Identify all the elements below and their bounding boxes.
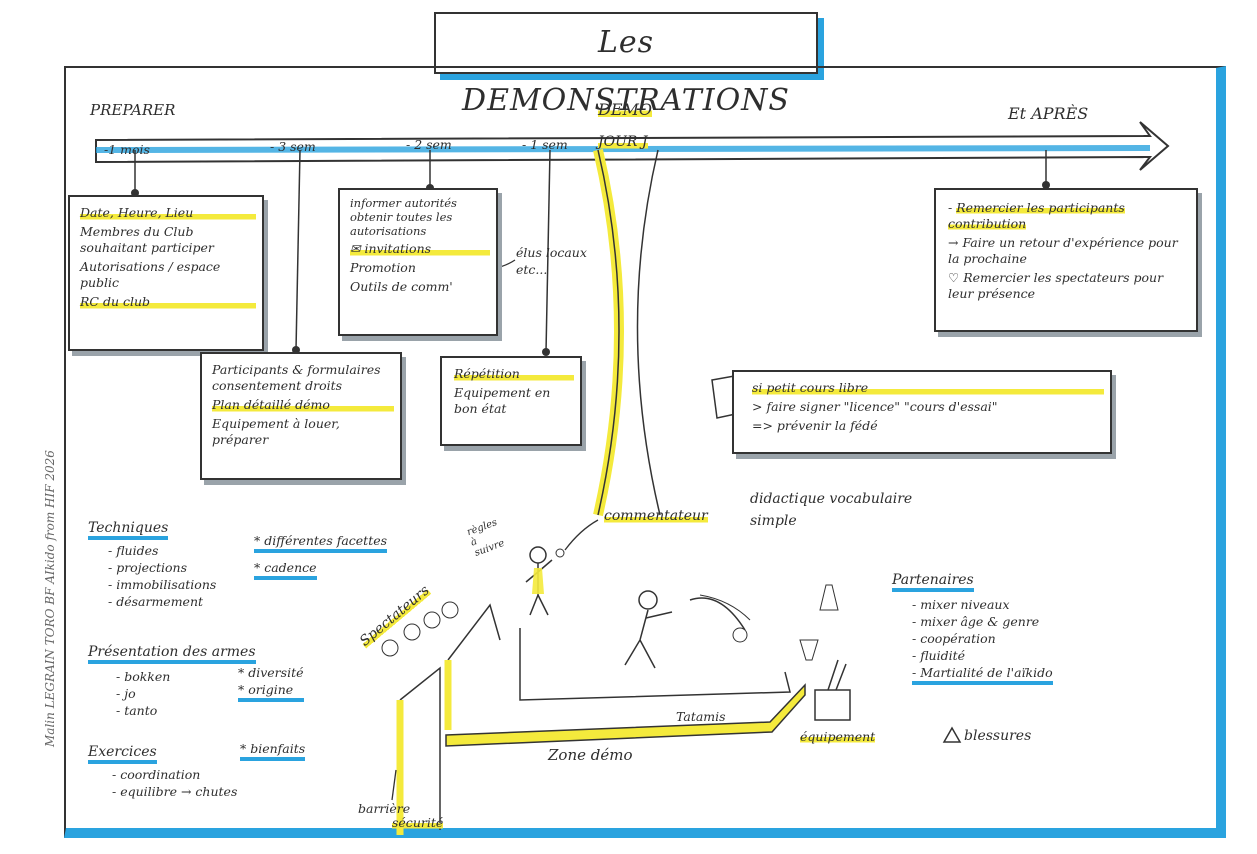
barriere-label: barrière — [358, 801, 411, 816]
box-cours-libre: si petit cours libre > faire signer "lic… — [732, 370, 1112, 454]
box5-item-2: → Faire un retour d'expérience pour la p… — [948, 235, 1178, 266]
box-apres: - Remercier les participants contributio… — [934, 188, 1198, 332]
jour-j-label: JOUR J — [598, 134, 648, 150]
box5-item-1: - Remercier les participants contributio… — [948, 200, 1125, 231]
didactique-label: didactique vocabulaire simple — [750, 491, 913, 529]
box3-item-1: informer autorités obtenir toutes les au… — [350, 196, 457, 238]
box-preparation-3sem: Participants & formulaires consentement … — [200, 352, 402, 480]
techniques-side: * différentes facettes * cadence — [254, 532, 388, 580]
armes-heading-text: Présentation des armes — [88, 644, 256, 664]
techniques-heading: Techniques — [88, 520, 169, 540]
arme-side-item: * diversité — [238, 665, 304, 680]
box1-item-2: Membres du Club souhaitant participer — [80, 224, 214, 255]
apres-label: Et APRÈS — [1008, 104, 1089, 123]
tick-1-mois: -1 mois — [104, 142, 150, 157]
exercices-list: - coordination - equilibre → chutes — [112, 766, 237, 800]
box3-invitations: invitations — [364, 241, 432, 256]
armes-list: - bokken - jo - tanto — [116, 668, 170, 719]
box1-item-3: Autorisations / espace public — [80, 259, 221, 290]
technique-side-item: * différentes facettes — [254, 532, 388, 553]
exercices-heading: Exercices — [88, 744, 157, 764]
technique-item: - immobilisations — [108, 577, 217, 592]
preparer-label: PREPARER — [90, 101, 176, 119]
technique-item: - projections — [108, 560, 187, 575]
box2-item-1: Participants & formulaires consentement … — [212, 362, 381, 393]
box3-item-3: Promotion — [350, 260, 416, 275]
technique-item: - fluides — [108, 543, 159, 558]
box1-item-1: Date, Heure, Lieu — [80, 205, 256, 221]
arme-side-item: * origine — [238, 681, 304, 702]
blessures-label: blessures — [964, 728, 1032, 744]
techniques-list: - fluides - projections - immobilisation… — [108, 542, 216, 610]
armes-side: * diversité * origine — [238, 664, 304, 702]
arme-item: - bokken — [116, 669, 171, 684]
elus-note: élus locaux etc... — [516, 245, 587, 277]
techniques-heading-text: Techniques — [88, 520, 169, 540]
partenaires-heading-text: Partenaires — [892, 572, 974, 592]
box3-item-4: Outils de comm' — [350, 279, 453, 294]
box6-item-3: => prévenir la fédé — [752, 418, 878, 433]
box-preparation-1sem: Répétition Equipement en bon état — [440, 356, 582, 446]
partenaire-item: - Martialité de l'aïkido — [912, 664, 1053, 685]
box5-item-2-text: Faire un retour d'expérience pour la pro… — [948, 235, 1178, 266]
box2-item-2: Plan détaillé démo — [212, 397, 394, 413]
box1-item-4: RC du club — [80, 294, 256, 310]
box2-item-3: Equipement à louer, préparer — [212, 416, 340, 447]
box4-item-1: Répétition — [454, 366, 574, 382]
equipement-label: équipement — [800, 728, 876, 745]
partenaire-item: - coopération — [912, 631, 996, 646]
exercice-item: - equilibre → chutes — [112, 784, 238, 799]
securite-text: sécurité — [392, 815, 444, 830]
tick-1-sem: - 1 sem — [522, 137, 568, 152]
box4-item-2: Equipement en bon état — [454, 385, 551, 416]
commentateur-text: commentateur — [604, 508, 708, 524]
box6-item-2: > faire signer "licence" "cours d'essai" — [752, 399, 998, 414]
heart-icon: ♡ — [948, 270, 960, 285]
tick-3-sem: - 3 sem — [270, 139, 316, 154]
tick-2-sem: - 2 sem — [406, 137, 452, 152]
arme-item: - tanto — [116, 703, 158, 718]
zone-demo-label: Zone démo — [548, 746, 633, 764]
partenaires-list: - mixer niveaux - mixer âge & genre - co… — [912, 596, 1053, 685]
partenaire-item: - mixer niveaux — [912, 597, 1010, 612]
tatamis-label: Tatamis — [676, 709, 726, 724]
equipement-text: équipement — [800, 729, 876, 744]
partenaires-heading: Partenaires — [892, 572, 974, 592]
envelope-icon: ✉ — [350, 241, 365, 256]
partenaire-item: - mixer âge & genre — [912, 614, 1040, 629]
exercices-side: * bienfaits — [240, 740, 306, 761]
technique-side-item: * cadence — [254, 559, 317, 580]
box5-item-3-text: Remercier les spectateurs pour leur prés… — [948, 270, 1164, 301]
box5-item-3: ♡ Remercier les spectateurs pour leur pr… — [948, 270, 1190, 302]
exercices-heading-text: Exercices — [88, 744, 157, 764]
exercice-item: - coordination — [112, 767, 201, 782]
armes-heading: Présentation des armes — [88, 644, 256, 664]
partenaire-item: - fluidité — [912, 648, 966, 663]
securite-label: sécurité — [392, 814, 444, 831]
demo-label: DEMO — [598, 100, 653, 119]
main-frame — [64, 66, 1226, 838]
box6-item-1: si petit cours libre — [752, 380, 1104, 396]
commentateur-label: commentateur — [604, 508, 708, 524]
title-box: Les DEMONSTRATIONS — [434, 12, 818, 118]
box5-item-1-text: Remercier les participants contribution — [948, 200, 1125, 231]
box-preparation-1mois: Date, Heure, Lieu Membres du Club souhai… — [68, 195, 264, 351]
exercice-side-item: * bienfaits — [240, 740, 306, 761]
author-credit: Malin LEGRAIN TORO BF AIkido from HIF 20… — [43, 450, 57, 747]
technique-item: - désarmement — [108, 594, 204, 609]
arme-item: - jo — [116, 686, 136, 701]
box3-item-2: ✉ invitations — [350, 241, 490, 257]
box-preparation-2sem: informer autorités obtenir toutes les au… — [338, 188, 498, 336]
